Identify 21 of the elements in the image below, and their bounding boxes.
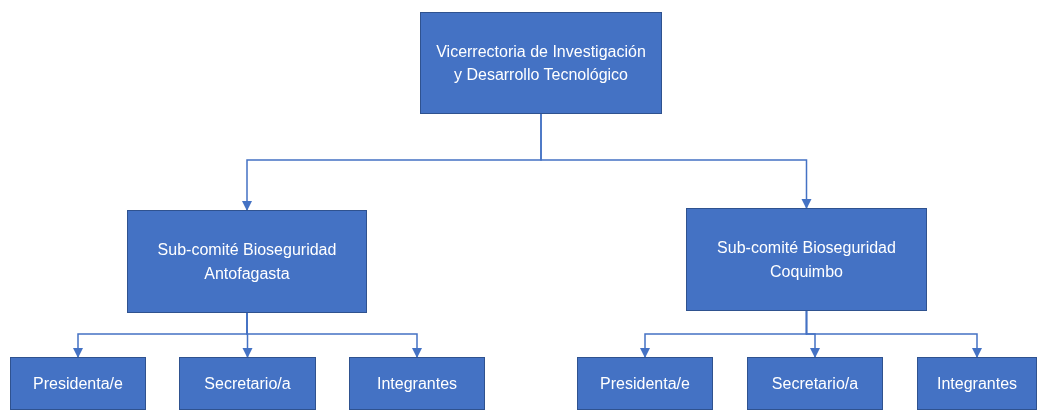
org-box [349, 357, 485, 410]
box-label: Presidenta/e [33, 373, 123, 394]
org-box [747, 357, 883, 410]
org-box [686, 208, 927, 311]
org-box [127, 210, 367, 313]
box-label: Integrantes [376, 373, 458, 394]
box-label: Integrantes [936, 373, 1018, 394]
connector-arrow [805, 310, 983, 359]
box-label: Secretario/a [204, 373, 291, 394]
box-label: Sub-comité Bioseguridad Antofagasta [156, 240, 338, 284]
org-box [179, 357, 316, 410]
connector-arrow [246, 312, 423, 359]
org-box [10, 357, 146, 410]
org-box [420, 12, 662, 114]
connector-arrow [540, 113, 812, 210]
box-label: Secretario/a [771, 373, 859, 394]
box-label: Vicerrectoria de Investigación y Desarrollo Tecnológico [435, 41, 647, 85]
org-box [577, 357, 713, 410]
org-box [917, 357, 1037, 410]
box-label: Sub-comité Bioseguridad Coquimbo [716, 238, 897, 282]
box-label: Presidenta/e [600, 373, 690, 394]
